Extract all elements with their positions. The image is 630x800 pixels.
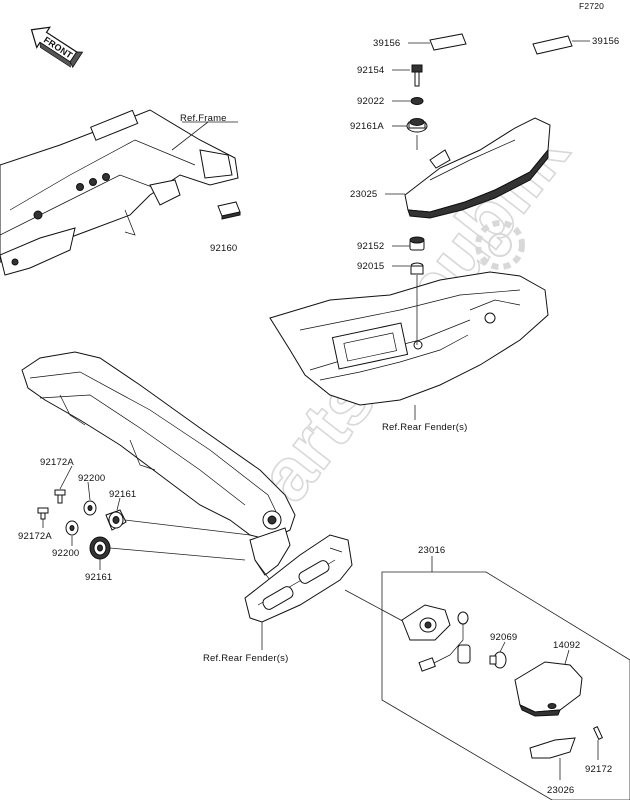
label-92069: 92069 bbox=[490, 632, 517, 643]
part-92172A-top bbox=[54, 489, 66, 504]
part-92069-bulb bbox=[489, 651, 507, 669]
part-92200-bottom bbox=[65, 520, 79, 536]
label-92160: 92160 bbox=[210, 243, 237, 254]
part-23025-housing bbox=[404, 117, 551, 219]
part-23026-cover bbox=[529, 737, 576, 759]
label-92161-top: 92161 bbox=[109, 489, 136, 500]
label-92172A-top: 92172A bbox=[40, 457, 74, 468]
tail-light-assembly-box bbox=[381, 571, 630, 800]
figure-code: F2720 bbox=[579, 1, 604, 11]
tail-light-wire-harness bbox=[418, 611, 471, 672]
label-92022: 92022 bbox=[357, 96, 384, 107]
part-92160 bbox=[217, 201, 241, 220]
label-14092: 14092 bbox=[553, 640, 580, 651]
label-ref-frame: Ref.Frame bbox=[180, 113, 227, 124]
label-23026: 23026 bbox=[547, 785, 574, 796]
part-92161-top bbox=[105, 509, 127, 531]
leader-tail-light-mount bbox=[344, 589, 411, 626]
part-92161-bottom bbox=[89, 536, 111, 560]
part-92172-screw bbox=[592, 726, 604, 740]
callout-labels: 39156 39156 92154 92022 92161A 23025 921… bbox=[18, 36, 619, 796]
rear-fender-lower-bracket bbox=[244, 534, 353, 623]
label-92172A-bottom: 92172A bbox=[18, 531, 52, 542]
label-92152: 92152 bbox=[357, 241, 384, 252]
part-92152 bbox=[409, 236, 425, 251]
label-92172: 92172 bbox=[585, 764, 612, 775]
callout-leaders bbox=[42, 40, 599, 780]
label-23016: 23016 bbox=[418, 545, 445, 556]
part-92161A bbox=[406, 118, 428, 133]
part-92200-top bbox=[83, 500, 97, 516]
label-92200-bottom: 92200 bbox=[52, 548, 79, 559]
label-92161-bottom: 92161 bbox=[85, 572, 112, 583]
front-arrow-icon: FRONT bbox=[30, 26, 84, 69]
leader-grommet-bottom bbox=[109, 547, 246, 561]
part-14092-lens bbox=[514, 661, 583, 717]
label-ref-rear-fender-top: Ref.Rear Fender(s) bbox=[382, 422, 467, 433]
label-39156-left: 39156 bbox=[373, 38, 400, 49]
label-92200-top: 92200 bbox=[78, 473, 105, 484]
part-39156-right bbox=[532, 35, 573, 55]
part-92154 bbox=[411, 64, 423, 87]
frame-illustration bbox=[0, 109, 239, 276]
label-92154: 92154 bbox=[357, 65, 384, 76]
watermark-gear-icon bbox=[475, 220, 525, 270]
label-92015: 92015 bbox=[357, 261, 384, 272]
rear-fender-illustration bbox=[269, 271, 549, 406]
part-92022 bbox=[410, 97, 424, 105]
label-92161A: 92161A bbox=[350, 121, 384, 132]
leader-grommet-top bbox=[124, 519, 251, 536]
leader-ref-frame-arrow bbox=[171, 121, 209, 151]
label-39156-right: 39156 bbox=[592, 36, 619, 47]
part-92015 bbox=[410, 262, 424, 275]
part-39156-left bbox=[429, 33, 467, 51]
part-92172A-bottom bbox=[37, 507, 49, 520]
label-23025: 23025 bbox=[350, 189, 377, 200]
label-ref-rear-fender-bottom: Ref.Rear Fender(s) bbox=[203, 653, 288, 664]
part-23016-socket bbox=[401, 604, 451, 641]
